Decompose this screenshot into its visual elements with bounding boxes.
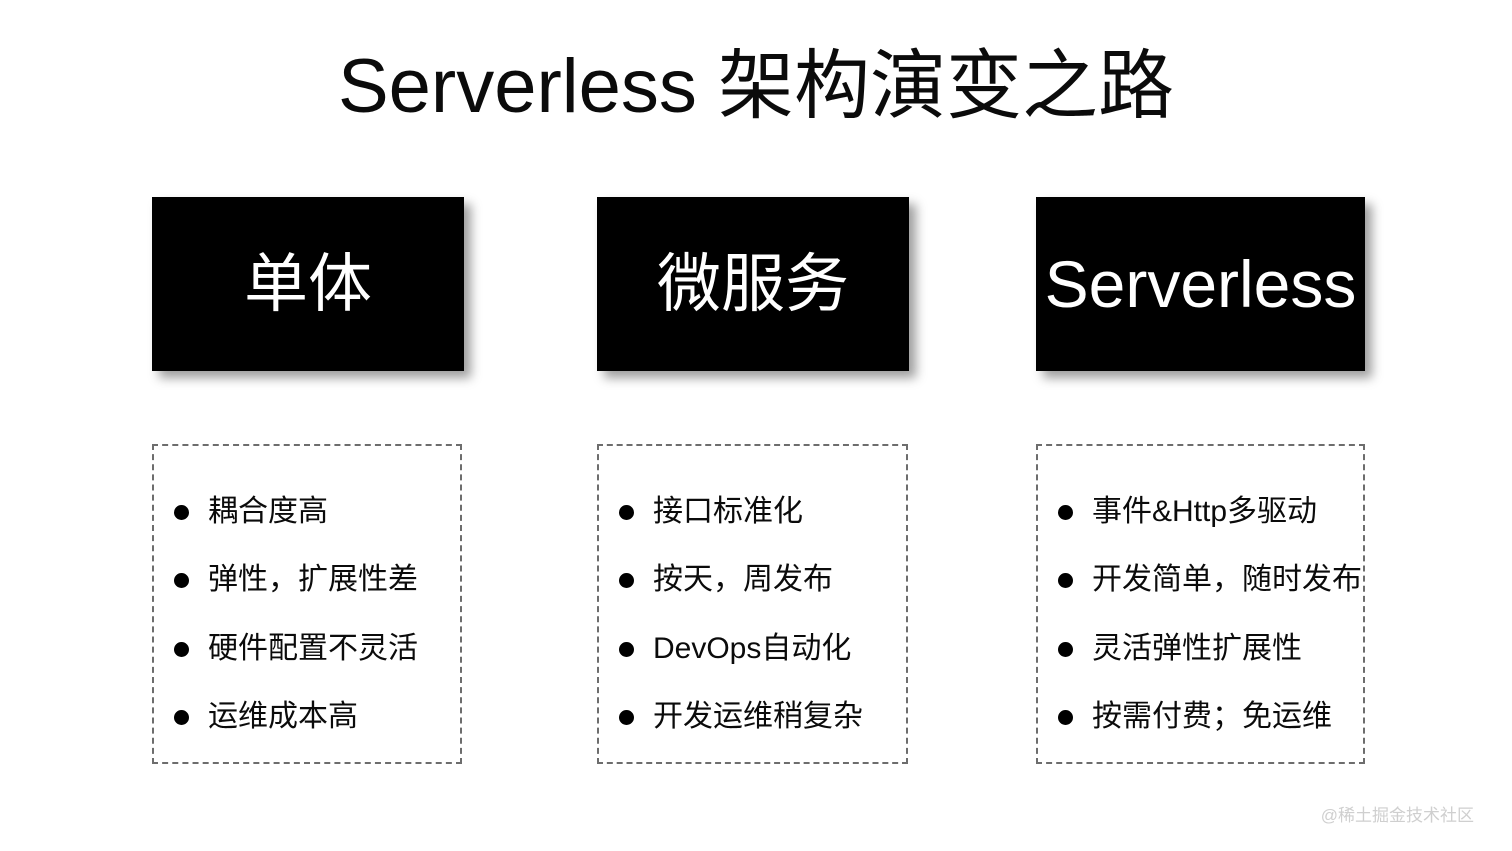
list-item: 按天，周发布: [619, 563, 833, 597]
bullet-dot-icon: [174, 504, 189, 520]
feature-text: DevOps自动化: [653, 632, 852, 665]
feature-text: 按天，周发布: [653, 563, 833, 596]
feature-text: 事件&Http多驱动: [1092, 495, 1318, 528]
list-item: 弹性，扩展性差: [174, 563, 418, 597]
bullet-dot-icon: [174, 572, 189, 588]
bullet-dot-icon: [1058, 504, 1073, 520]
feature-text: 弹性，扩展性差: [208, 563, 418, 596]
stage-card-label: Serverless: [1044, 247, 1357, 321]
feature-text: 耦合度高: [208, 495, 328, 528]
bullet-dot-icon: [1058, 641, 1073, 657]
feature-text: 灵活弹性扩展性: [1092, 632, 1302, 665]
stage-card-microservices[interactable]: 微服务: [597, 197, 909, 371]
bullet-dot-icon: [1058, 709, 1073, 725]
list-item: 硬件配置不灵活: [174, 632, 418, 666]
bullet-dot-icon: [619, 709, 634, 725]
list-item: 开发运维稍复杂: [619, 700, 863, 734]
page-title: Serverless 架构演变之路: [337, 44, 1175, 129]
feature-text: 开发运维稍复杂: [653, 700, 863, 733]
feature-text: 接口标准化: [653, 495, 803, 528]
list-item: 事件&Http多驱动: [1058, 495, 1317, 529]
stage-card-label: 微服务: [657, 248, 849, 320]
bullet-dot-icon: [174, 641, 189, 657]
list-item: 运维成本高: [174, 700, 358, 734]
feature-list: 接口标准化 按天，周发布 DevOps自动化 开发运维稍复杂: [599, 446, 906, 762]
feature-text: 运维成本高: [208, 700, 358, 733]
feature-text: 按需付费；免运维: [1092, 700, 1332, 733]
feature-panel-monolith: 耦合度高 弹性，扩展性差 硬件配置不灵活 运维成本高: [152, 444, 462, 764]
list-item: 开发简单，随时发布: [1058, 563, 1362, 597]
stage-card-label: 单体: [244, 248, 372, 320]
list-item: 接口标准化: [619, 495, 803, 529]
list-item: 耦合度高: [174, 495, 328, 529]
bullet-dot-icon: [174, 709, 189, 725]
stage-card-serverless[interactable]: Serverless: [1036, 197, 1365, 371]
list-item: 按需付费；免运维: [1058, 700, 1332, 734]
watermark: @稀土掘金技术社区: [1320, 806, 1474, 825]
bullet-dot-icon: [1058, 572, 1073, 588]
feature-text: 开发简单，随时发布: [1092, 563, 1362, 596]
feature-text: 硬件配置不灵活: [208, 632, 418, 665]
feature-panel-microservices: 接口标准化 按天，周发布 DevOps自动化 开发运维稍复杂: [597, 444, 908, 764]
bullet-dot-icon: [619, 504, 634, 520]
bullet-dot-icon: [619, 572, 634, 588]
feature-list: 事件&Http多驱动 开发简单，随时发布 灵活弹性扩展性 按需付费；免运维: [1038, 446, 1363, 762]
feature-list: 耦合度高 弹性，扩展性差 硬件配置不灵活 运维成本高: [154, 446, 460, 762]
bullet-dot-icon: [619, 641, 634, 657]
feature-panel-serverless: 事件&Http多驱动 开发简单，随时发布 灵活弹性扩展性 按需付费；免运维: [1036, 444, 1365, 764]
list-item: DevOps自动化: [619, 632, 851, 666]
stage-card-monolith[interactable]: 单体: [152, 197, 464, 371]
list-item: 灵活弹性扩展性: [1058, 632, 1302, 666]
